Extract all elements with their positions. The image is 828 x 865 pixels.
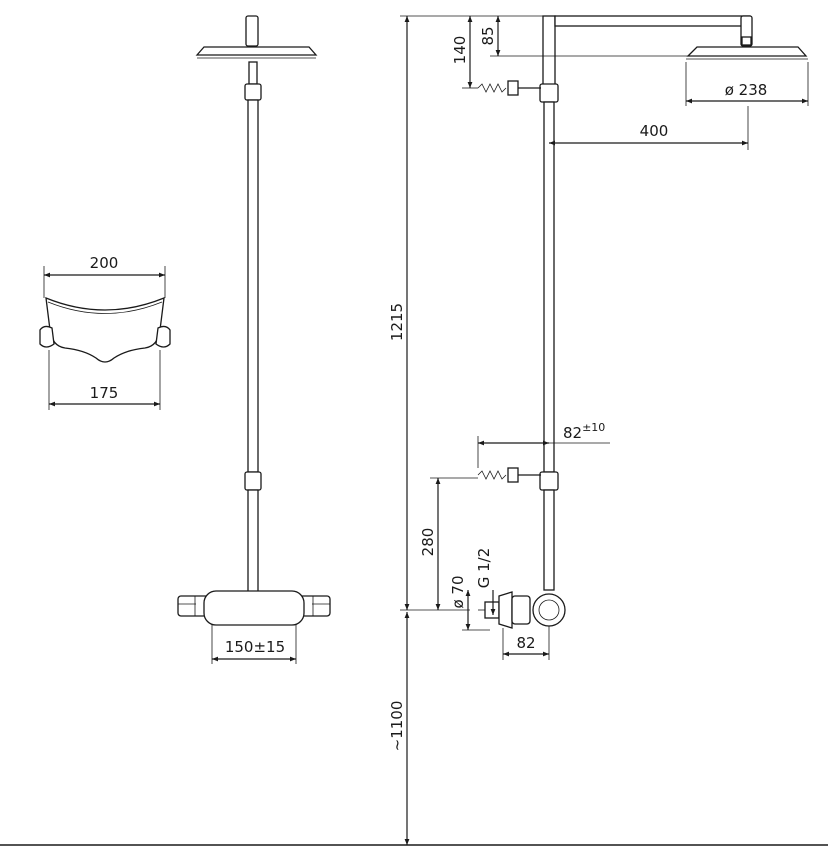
dim-400: 400 bbox=[640, 122, 669, 140]
dim-175: 175 bbox=[90, 384, 119, 402]
dim-82: 82 bbox=[516, 634, 535, 652]
dim-140: 140 bbox=[451, 36, 469, 65]
dim-200: 200 bbox=[90, 254, 119, 272]
dim-82-tol-sup: ±10 bbox=[582, 421, 605, 434]
dim-1100: ~1100 bbox=[388, 701, 406, 752]
dim-85: 85 bbox=[479, 26, 497, 45]
dim-280: 280 bbox=[419, 528, 437, 557]
dim-70: ø 70 bbox=[449, 575, 467, 608]
top-view bbox=[39, 266, 171, 410]
side-view bbox=[400, 15, 809, 845]
dim-1215: 1215 bbox=[388, 303, 406, 341]
dim-82-tol: 82±10 bbox=[563, 421, 605, 442]
dim-82-tol-value: 82 bbox=[563, 424, 582, 442]
front-view bbox=[177, 15, 331, 664]
dim-150: 150±15 bbox=[225, 638, 285, 656]
dim-238: ø 238 bbox=[725, 81, 768, 99]
dim-g12: G 1/2 bbox=[475, 548, 493, 589]
